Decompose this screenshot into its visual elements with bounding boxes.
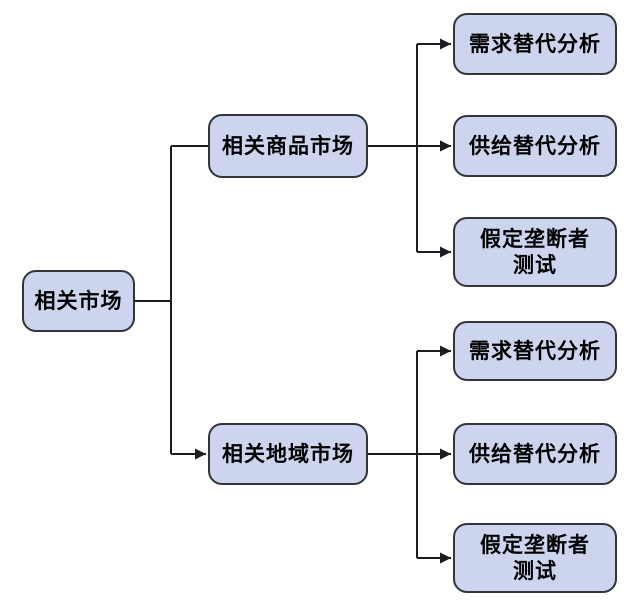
node-relevant-geographic-market: 相关地域市场 [208, 423, 368, 485]
node-geo-hypothetical-monopolist-test: 假定垄断者 测试 [453, 523, 617, 593]
node-product-hypothetical-monopolist-test: 假定垄断者 测试 [453, 217, 617, 287]
node-geo-demand-substitution: 需求替代分析 [453, 321, 617, 381]
node-product-demand-substitution: 需求替代分析 [453, 13, 617, 75]
node-relevant-market: 相关市场 [22, 270, 135, 332]
node-geo-supply-substitution: 供给替代分析 [453, 423, 617, 485]
node-relevant-product-market: 相关商品市场 [208, 114, 368, 178]
node-product-supply-substitution: 供给替代分析 [453, 115, 617, 177]
